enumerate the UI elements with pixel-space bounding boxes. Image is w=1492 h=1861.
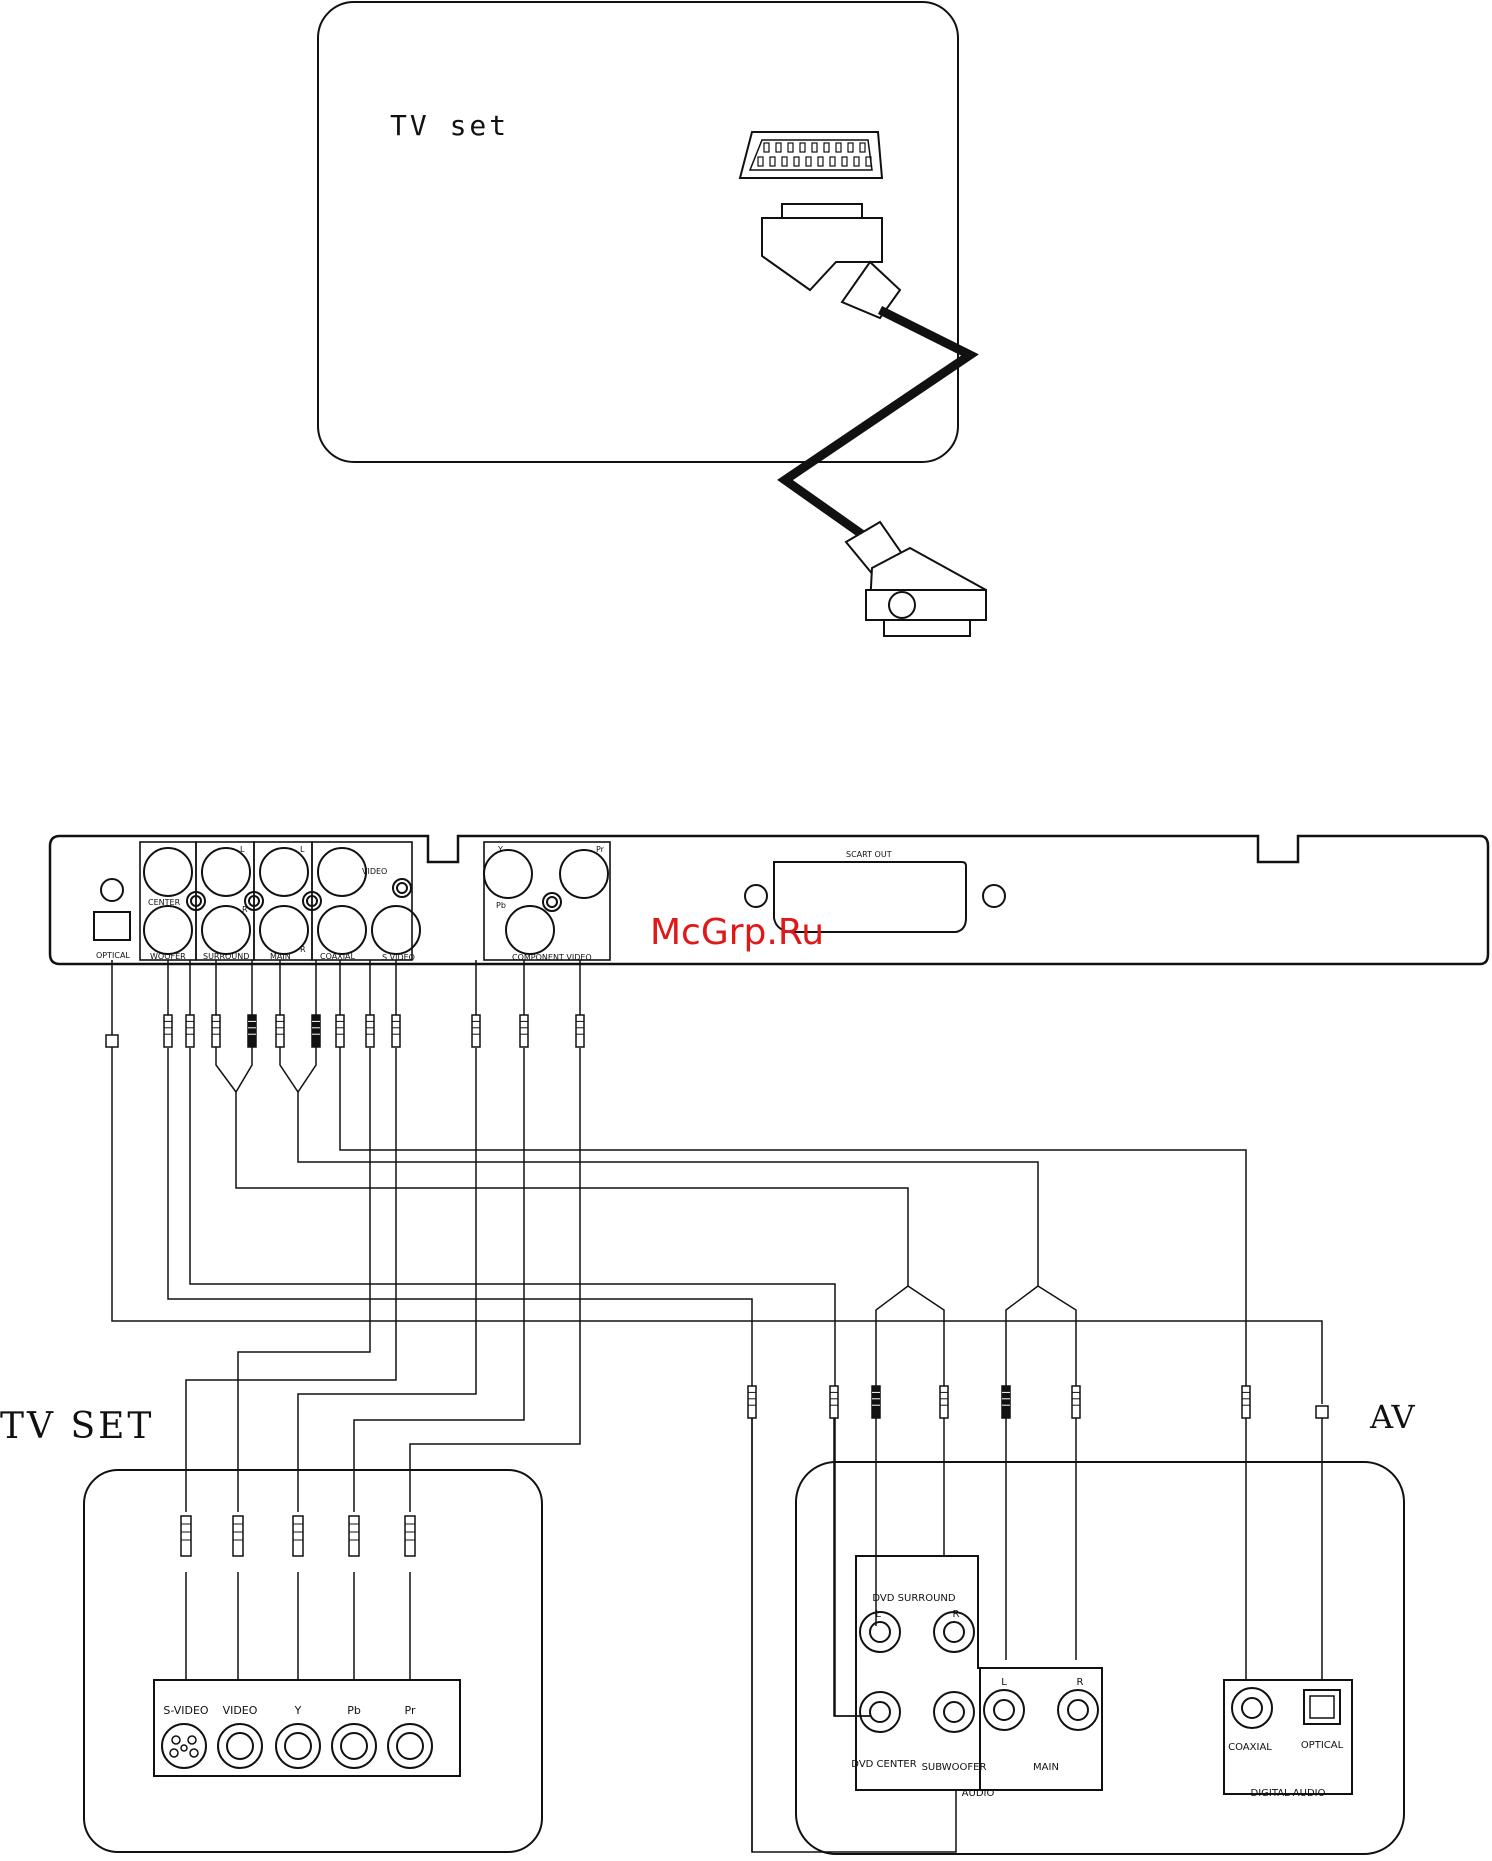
main-l-label: L bbox=[300, 845, 305, 854]
screw-icon bbox=[745, 885, 767, 907]
main-r-label: R bbox=[1077, 1677, 1084, 1688]
tv-set-label: TV set bbox=[390, 109, 509, 142]
main-l-label: L bbox=[1001, 1677, 1007, 1688]
rca-plug-icon bbox=[248, 1015, 256, 1047]
player-back-panel: OPTICAL bbox=[50, 836, 1488, 964]
rca-plug-icon bbox=[872, 1386, 880, 1418]
surround-label: SURROUND bbox=[203, 952, 249, 961]
tv-input-pb-label: Pb bbox=[347, 1704, 361, 1717]
video-jack bbox=[218, 1724, 262, 1768]
rca-plug-icon bbox=[830, 1386, 838, 1418]
subwoofer-label: SUBWOOFER bbox=[922, 1762, 987, 1773]
pb-jack bbox=[332, 1724, 376, 1768]
pb-label: Pb bbox=[496, 901, 506, 910]
digital-audio-label: DIGITAL AUDIO bbox=[1251, 1788, 1326, 1799]
rca-plug-icon bbox=[405, 1516, 415, 1556]
rca-plug-icon bbox=[1242, 1386, 1250, 1418]
rca-plugs bbox=[106, 1015, 1328, 1556]
tv-set-panel: TV SET S-VIDEO VIDEO Y Pb Pr bbox=[0, 1406, 542, 1852]
svideo-jack-icon bbox=[162, 1724, 206, 1768]
rca-plug-icon bbox=[576, 1015, 584, 1047]
rca-plug-icon bbox=[336, 1015, 344, 1047]
rca-plug-icon bbox=[164, 1015, 172, 1047]
tv-set-outline bbox=[84, 1470, 542, 1852]
rca-plug-icon bbox=[520, 1015, 528, 1047]
rca-plug-icon bbox=[212, 1015, 220, 1047]
y-label: Y bbox=[497, 845, 503, 854]
rca-plug-icon bbox=[276, 1015, 284, 1047]
digital-audio-panel bbox=[1224, 1680, 1352, 1794]
rca-plug-icon bbox=[233, 1516, 243, 1556]
rca-plug-icon bbox=[349, 1516, 359, 1556]
svideo-label: S VIDEO bbox=[382, 953, 415, 962]
center-label: CENTER bbox=[148, 898, 181, 907]
scart-cable bbox=[785, 310, 970, 540]
tv-input-video-label: VIDEO bbox=[223, 1704, 258, 1717]
tv-set-title: TV SET bbox=[0, 1406, 154, 1447]
coaxial-label: COAXIAL bbox=[1228, 1742, 1272, 1753]
rca-plug-icon bbox=[186, 1015, 194, 1047]
y-jack bbox=[276, 1724, 320, 1768]
screw-icon bbox=[101, 879, 123, 901]
rca-plug-icon bbox=[748, 1386, 756, 1418]
main-r-label: R bbox=[300, 945, 306, 954]
rca-plug-icon bbox=[181, 1516, 191, 1556]
pr-jack bbox=[388, 1724, 432, 1768]
optical-out-jack bbox=[94, 912, 130, 940]
main-label: MAIN bbox=[270, 952, 291, 961]
rca-plug-icon bbox=[940, 1386, 948, 1418]
optical-label: OPTICAL bbox=[96, 951, 130, 960]
optical-plug-icon bbox=[106, 1035, 118, 1047]
screw-icon bbox=[983, 885, 1005, 907]
rca-jacks bbox=[144, 848, 608, 954]
surround-r-label: R bbox=[953, 1609, 960, 1620]
scart-plug-icon-lower bbox=[846, 522, 986, 636]
wiring bbox=[112, 960, 1322, 1852]
surround-l-label: L bbox=[875, 1609, 881, 1620]
main-label: MAIN bbox=[1033, 1762, 1059, 1773]
rca-plug-icon bbox=[293, 1516, 303, 1556]
tv-input-svideo-label: S-VIDEO bbox=[163, 1704, 208, 1717]
tv-input-pr-label: Pr bbox=[405, 1704, 416, 1717]
woofer-label: WOOFER bbox=[150, 952, 186, 961]
scart-plug-icon bbox=[762, 204, 900, 318]
scart-out-label: SCART OUT bbox=[846, 850, 892, 859]
optical-label: OPTICAL bbox=[1301, 1740, 1344, 1751]
top-tv-panel: TV set bbox=[318, 2, 986, 636]
dvd-center-label: DVD CENTER bbox=[851, 1759, 916, 1770]
audio-panel-left bbox=[856, 1556, 980, 1790]
rca-plug-icon bbox=[366, 1015, 374, 1047]
tv-input-y-label: Y bbox=[294, 1704, 302, 1717]
rca-plug-icon bbox=[472, 1015, 480, 1047]
video-label: VIDEO bbox=[362, 867, 387, 876]
pr-label: Pr bbox=[596, 845, 605, 854]
rca-plug-icon bbox=[312, 1015, 320, 1047]
av-title: AV bbox=[1369, 1398, 1416, 1436]
audio-label: AUDIO bbox=[962, 1788, 995, 1799]
rca-plug-icon bbox=[1072, 1386, 1080, 1418]
surround-r-label: R bbox=[242, 905, 248, 914]
watermark-text: McGrp.Ru bbox=[650, 912, 824, 953]
coaxial-label: COAXIAL bbox=[320, 952, 356, 961]
surround-l-label: L bbox=[240, 845, 245, 854]
scart-socket-icon bbox=[740, 132, 882, 178]
optical-plug-icon bbox=[1316, 1406, 1328, 1418]
coaxial-jack bbox=[1232, 1688, 1272, 1728]
rca-plug-icon bbox=[392, 1015, 400, 1047]
dvd-surround-label: DVD SURROUND bbox=[872, 1593, 955, 1604]
rca-plug-icon bbox=[1002, 1386, 1010, 1418]
